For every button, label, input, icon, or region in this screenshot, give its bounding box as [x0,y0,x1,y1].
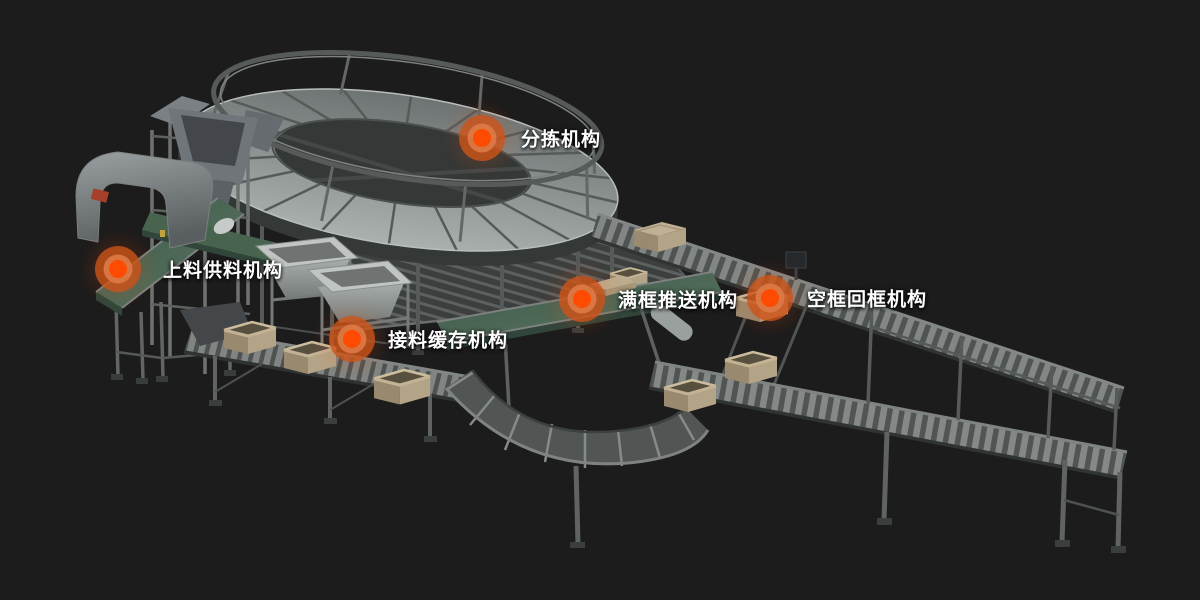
crate-on-lower-deck [723,350,779,386]
right-conveyor-frame [866,305,1126,553]
crate-on-return-line [734,288,790,324]
hotspot-label: 上料供料机构 [163,260,284,282]
curve-roller-section [444,369,710,548]
hotspot-label: 满框推送机构 [618,290,739,312]
hotspot-label: 空框回框机构 [807,289,928,311]
hotspot-label: 接料缓存机构 [388,330,509,352]
sorting-carousel [178,50,619,266]
buffer-bins [254,236,414,352]
crate [372,368,432,407]
feeder-machine [75,96,290,384]
hotspot-label: 分拣机构 [521,129,602,151]
crate-on-lower-deck [662,378,718,414]
